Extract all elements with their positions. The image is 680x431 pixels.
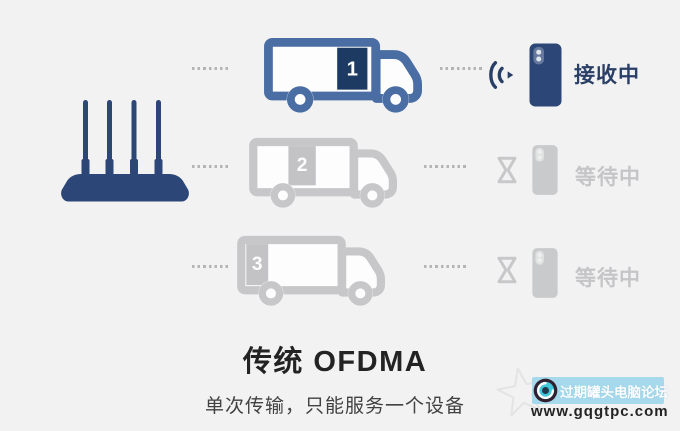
- delivery-truck-icon: 2: [249, 137, 397, 208]
- hourglass-icon: [497, 256, 517, 284]
- package-box: [246, 244, 269, 286]
- watermark-site-name: 过期罐头电脑论坛: [560, 384, 668, 400]
- transmission-dots-left: [192, 165, 229, 168]
- delivery-truck-icon: 1: [264, 37, 422, 113]
- delivery-truck-icon: 3: [237, 235, 385, 306]
- hourglass-icon: [497, 156, 517, 184]
- diagram-subtitle: 单次传输，只能服务一个设备: [204, 396, 465, 417]
- caption: 传统 OFDMA 单次传输，只能服务一个设备: [110, 338, 560, 418]
- watermark-site-url: www.gqgtpc.com: [531, 403, 669, 420]
- transmission-dots-left: [192, 67, 229, 70]
- transmission-dots-right: [424, 265, 468, 268]
- status-label: 等待中: [575, 166, 641, 189]
- package-box: [337, 47, 368, 90]
- package-number: 3: [252, 254, 263, 275]
- status-label: 等待中: [575, 267, 641, 290]
- watermark-banner: 过期罐头电脑论坛: [532, 377, 668, 404]
- package-number: 1: [347, 58, 358, 81]
- smartphone-icon: [529, 43, 562, 107]
- smartphone-icon: [532, 145, 558, 195]
- wifi-signal-icon: [489, 61, 514, 89]
- transmission-dots-right: [440, 67, 484, 70]
- transmission-dots-left: [192, 265, 229, 268]
- router-icon: [61, 100, 189, 202]
- status-label: 接收中: [574, 64, 640, 87]
- camera-lens-icon: [533, 378, 558, 403]
- transmission-dots-right: [424, 165, 468, 168]
- package-box: [288, 146, 316, 186]
- diagram-title: 传统 OFDMA: [242, 346, 428, 378]
- package-number: 2: [297, 155, 308, 176]
- smartphone-icon: [532, 248, 558, 298]
